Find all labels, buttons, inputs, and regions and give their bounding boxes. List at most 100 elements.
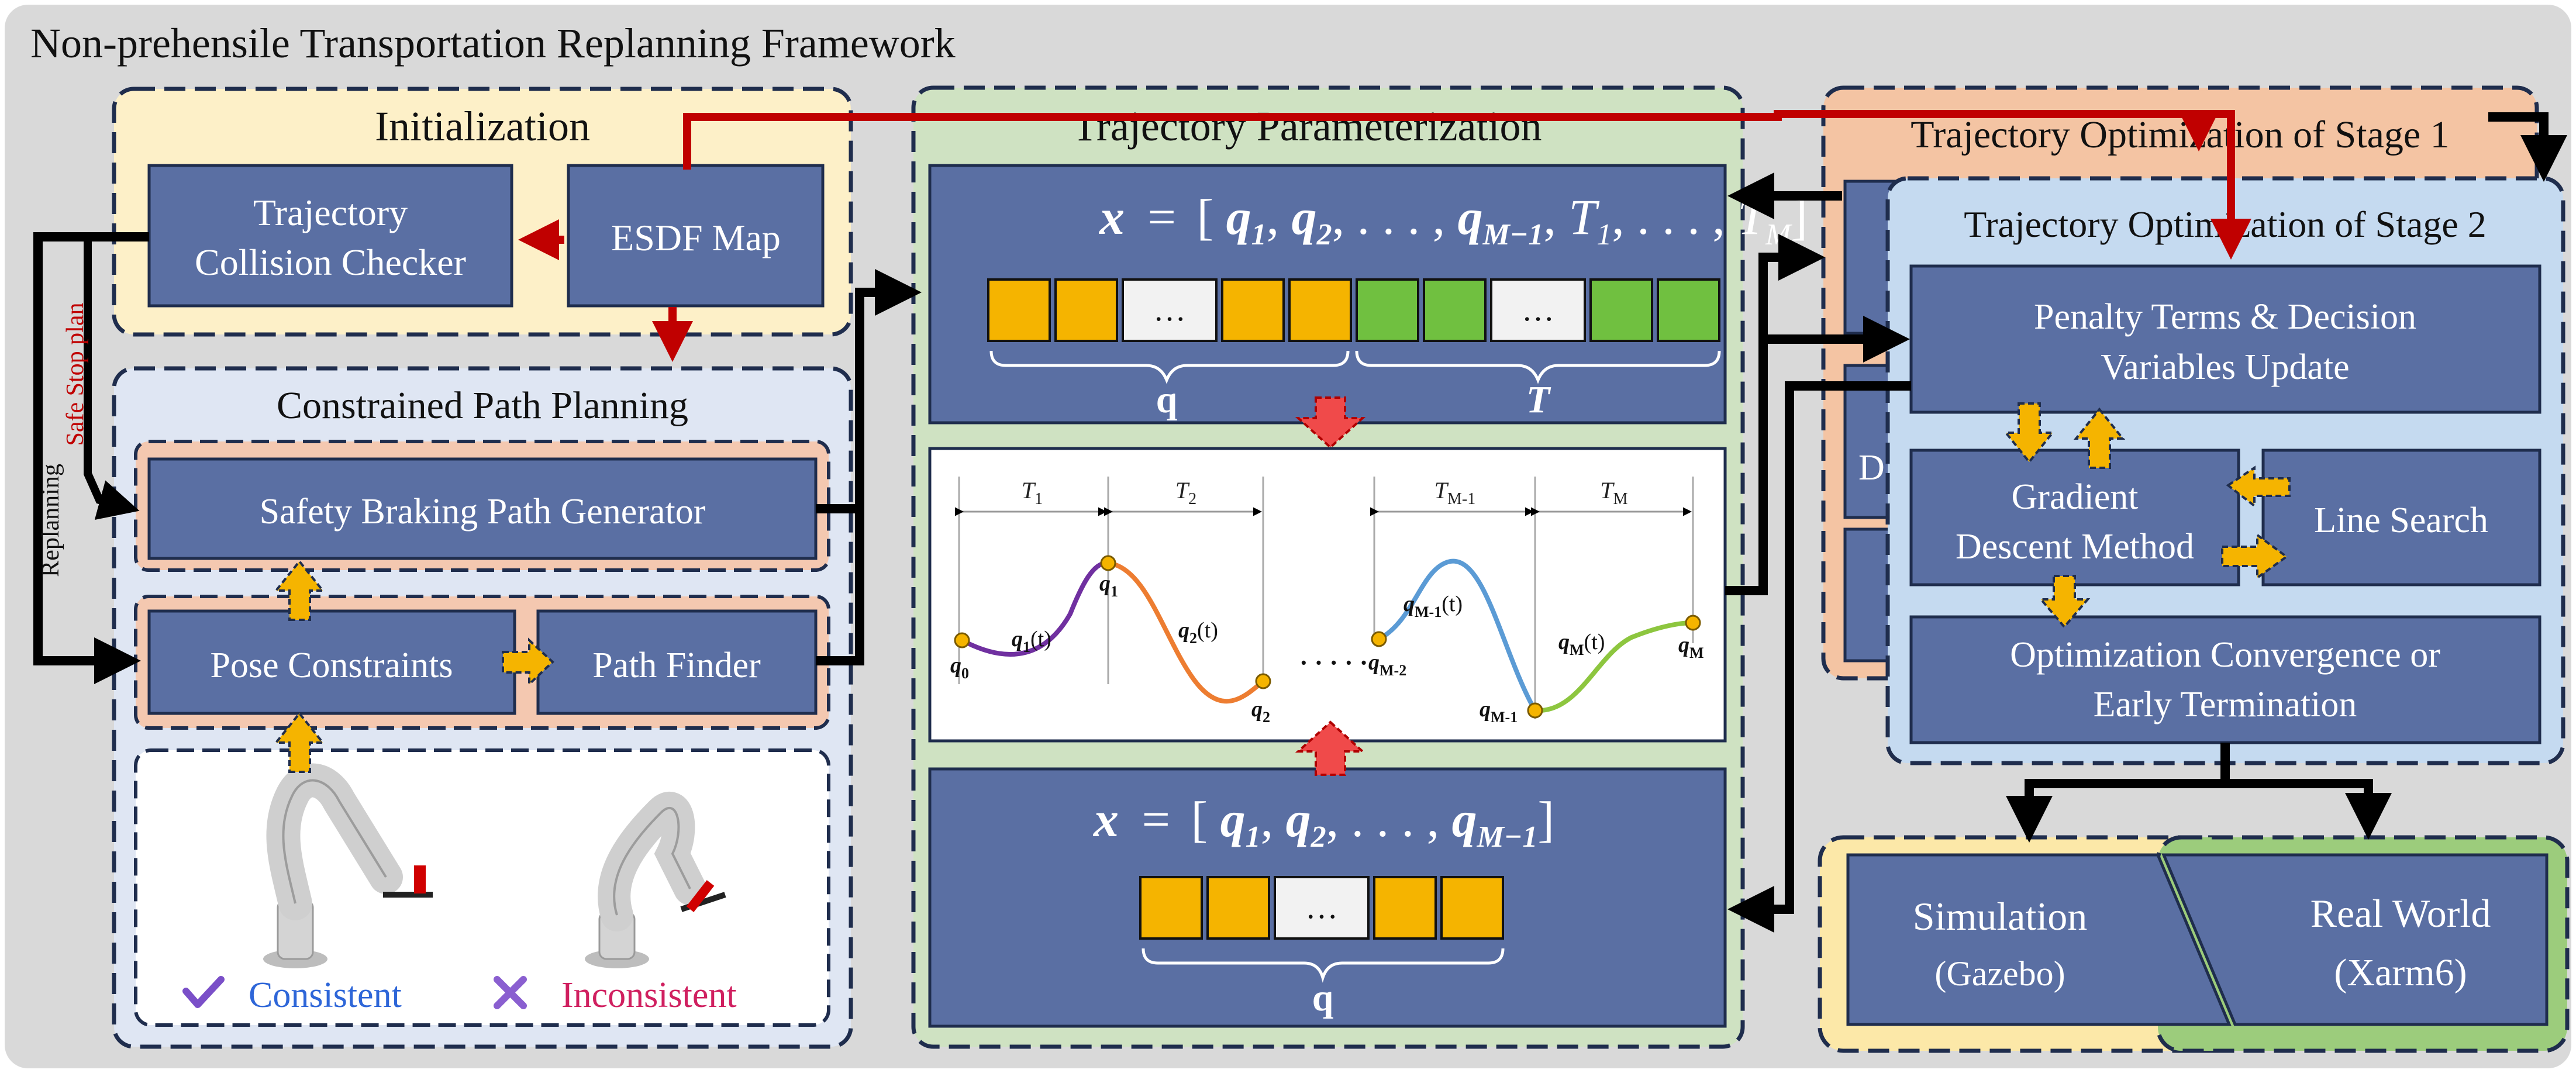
waypoint-variable-box: x = [ q1, q2, . . . , qM−1] … q bbox=[928, 767, 1727, 1028]
convergence-box: Optimization Convergence or Early Termin… bbox=[1909, 615, 2541, 744]
simulation-box: Simulation (Gazebo) bbox=[1846, 853, 2232, 1026]
waypoint-label-qm1: qM-1 bbox=[1480, 697, 1518, 726]
convergence-line1: Optimization Convergence or bbox=[2010, 635, 2440, 675]
initialization-title: Initialization bbox=[375, 103, 590, 150]
waypoint-q-brace bbox=[1142, 948, 1505, 983]
consistent-label-group: Consistent bbox=[182, 975, 402, 1015]
waypoint-label-q1: q1 bbox=[1099, 571, 1118, 600]
curve-segment-m1 bbox=[1378, 558, 1537, 712]
simulation-line1: Simulation bbox=[1913, 894, 2087, 939]
waypoint-label-qm2: qM-2 bbox=[1368, 650, 1406, 679]
pose-to-safety-arrow bbox=[273, 559, 326, 621]
collision-checker-box: Trajectory Collision Checker bbox=[147, 164, 513, 308]
waypoint-qm bbox=[1685, 615, 1701, 631]
stage1-hidden-letter: D bbox=[1858, 448, 1885, 488]
esdf-map-label: ESDF Map bbox=[611, 217, 781, 258]
gradient-descent-box: Gradient Descent Method bbox=[1909, 448, 2240, 586]
safe-stop-label: Safe Stop plan bbox=[62, 303, 89, 446]
curve-label-q2t: q2(t) bbox=[1178, 618, 1218, 647]
stage1-to-stage2-arrow bbox=[2488, 112, 2567, 182]
collision-checker-line1: Trajectory bbox=[253, 192, 408, 233]
waypoint-q1 bbox=[1100, 555, 1116, 571]
waypoint-q-brace-label: q bbox=[1312, 977, 1334, 1019]
robot-inconsistent-illustration bbox=[585, 792, 726, 968]
gradient-to-linesearch-arrow bbox=[2221, 533, 2289, 580]
safety-braking-box: Safety Braking Path Generator bbox=[147, 457, 818, 560]
check-icon bbox=[182, 976, 225, 1008]
path-planning-title: Constrained Path Planning bbox=[277, 384, 688, 427]
segment-label-tm: TM bbox=[1600, 477, 1627, 508]
replanning-line bbox=[33, 232, 149, 684]
q-brace bbox=[989, 350, 1350, 384]
waypoint-label-q2: q2 bbox=[1251, 697, 1270, 726]
waypoint-qm1 bbox=[1527, 702, 1543, 719]
consistent-label: Consistent bbox=[249, 975, 402, 1015]
curve-label-q1t: q1(t) bbox=[1012, 627, 1051, 655]
pose-constraints-box: Pose Constraints bbox=[147, 609, 516, 715]
param-down-arrow bbox=[1295, 396, 1366, 449]
inconsistent-label: Inconsistent bbox=[561, 975, 737, 1015]
full-row-t-ellipsis: … bbox=[1522, 292, 1554, 328]
segment-label-tm1: TM-1 bbox=[1434, 477, 1475, 508]
line-search-label: Line Search bbox=[2314, 501, 2488, 540]
gradient-line2: Descent Method bbox=[1956, 527, 2194, 567]
gradient-line1: Gradient bbox=[2012, 477, 2139, 517]
waypoint-label-q0: q0 bbox=[950, 653, 969, 682]
waypoint-q0 bbox=[954, 632, 970, 648]
full-row-q-ellipsis: … bbox=[1153, 292, 1186, 328]
gradient-to-convergence-arrow bbox=[2038, 575, 2091, 629]
stage2-title: Trajectory Optimization of Stage 2 bbox=[1964, 203, 2486, 245]
illustration-to-pose-arrow bbox=[273, 711, 326, 773]
curve-label-qmt: qM(t) bbox=[1558, 630, 1605, 658]
path-finder-label: Path Finder bbox=[592, 646, 761, 685]
cross-icon bbox=[494, 976, 527, 1009]
q-brace-label: q bbox=[1156, 378, 1178, 421]
simulation-line2: (Gazebo) bbox=[1934, 954, 2065, 993]
waypoint-cell-row: … bbox=[1139, 876, 1504, 940]
safe-stop-line bbox=[84, 237, 140, 520]
stage1-title: Trajectory Optimization of Stage 1 bbox=[1911, 113, 2449, 156]
param-up-arrow bbox=[1295, 720, 1366, 776]
plot-ellipsis: · · · · · bbox=[1299, 648, 1368, 677]
full-variable-box: x = [ q1, q2, . . . , qM−1, T1, . . . , … bbox=[928, 164, 1808, 425]
real-world-line2: (Xarm6) bbox=[2334, 951, 2467, 994]
pose-to-finder-arrow bbox=[502, 637, 554, 687]
penalty-update-box: Penalty Terms & Decision Variables Updat… bbox=[1909, 264, 2541, 414]
waypoint-row-ellipsis: … bbox=[1305, 889, 1338, 926]
line-search-box: Line Search bbox=[2261, 448, 2541, 586]
pose-constraints-label: Pose Constraints bbox=[210, 646, 453, 685]
penalty-line1: Penalty Terms & Decision bbox=[2034, 297, 2416, 337]
replanning-label: Replanning bbox=[37, 464, 64, 577]
full-decision-vector-formula: x = [ q1, q2, . . . , qM−1, T1, . . . , … bbox=[1098, 189, 1808, 251]
curve-segment-m bbox=[1534, 620, 1694, 713]
curve-label-qm1t: qM-1(t) bbox=[1403, 592, 1463, 620]
waypoint-vector-formula: x = [ q1, q2, . . . , qM−1] bbox=[1092, 791, 1554, 854]
inconsistent-label-group: Inconsistent bbox=[494, 975, 737, 1015]
segment-label-t1: T1 bbox=[1022, 477, 1043, 508]
param-to-stage-arrow bbox=[1725, 234, 1825, 595]
waypoint-q2 bbox=[1255, 673, 1271, 689]
real-world-box: Real World (Xarm6) bbox=[2161, 853, 2549, 1026]
waypoint-qm2 bbox=[1371, 631, 1387, 647]
penalty-to-gradient-arrow bbox=[2003, 402, 2056, 464]
map-update-red-line bbox=[683, 110, 2251, 260]
linesearch-to-gradient-arrow bbox=[2226, 465, 2291, 509]
full-cell-row: … … bbox=[987, 278, 1720, 342]
parameterization-title: Trajectory Parameterization bbox=[1072, 103, 1542, 150]
convergence-line2: Early Termination bbox=[2094, 685, 2357, 724]
path-finder-box: Path Finder bbox=[536, 609, 818, 715]
trajectory-plot: T1 T2 TM-1 TM q0 q1 q2 qM-2 qM-1 qM q1(t… bbox=[928, 447, 1727, 743]
curve-segment-1 bbox=[961, 560, 1109, 657]
stage2-to-waypoint-arrow bbox=[1727, 381, 1911, 933]
waypoint-label-qm: qM bbox=[1678, 633, 1704, 661]
safety-braking-label: Safety Braking Path Generator bbox=[260, 492, 706, 532]
esdf-map-box: ESDF Map bbox=[567, 164, 825, 308]
robot-consistent-illustration bbox=[263, 763, 433, 968]
penalty-line2: Variables Update bbox=[2101, 347, 2349, 387]
planner-to-parameterization-arrow bbox=[816, 292, 912, 665]
real-world-line1: Real World bbox=[2311, 891, 2491, 936]
t-brace bbox=[1355, 350, 1721, 384]
curve-segment-2 bbox=[1108, 561, 1265, 704]
gradient-to-penalty-arrow bbox=[2073, 407, 2126, 469]
